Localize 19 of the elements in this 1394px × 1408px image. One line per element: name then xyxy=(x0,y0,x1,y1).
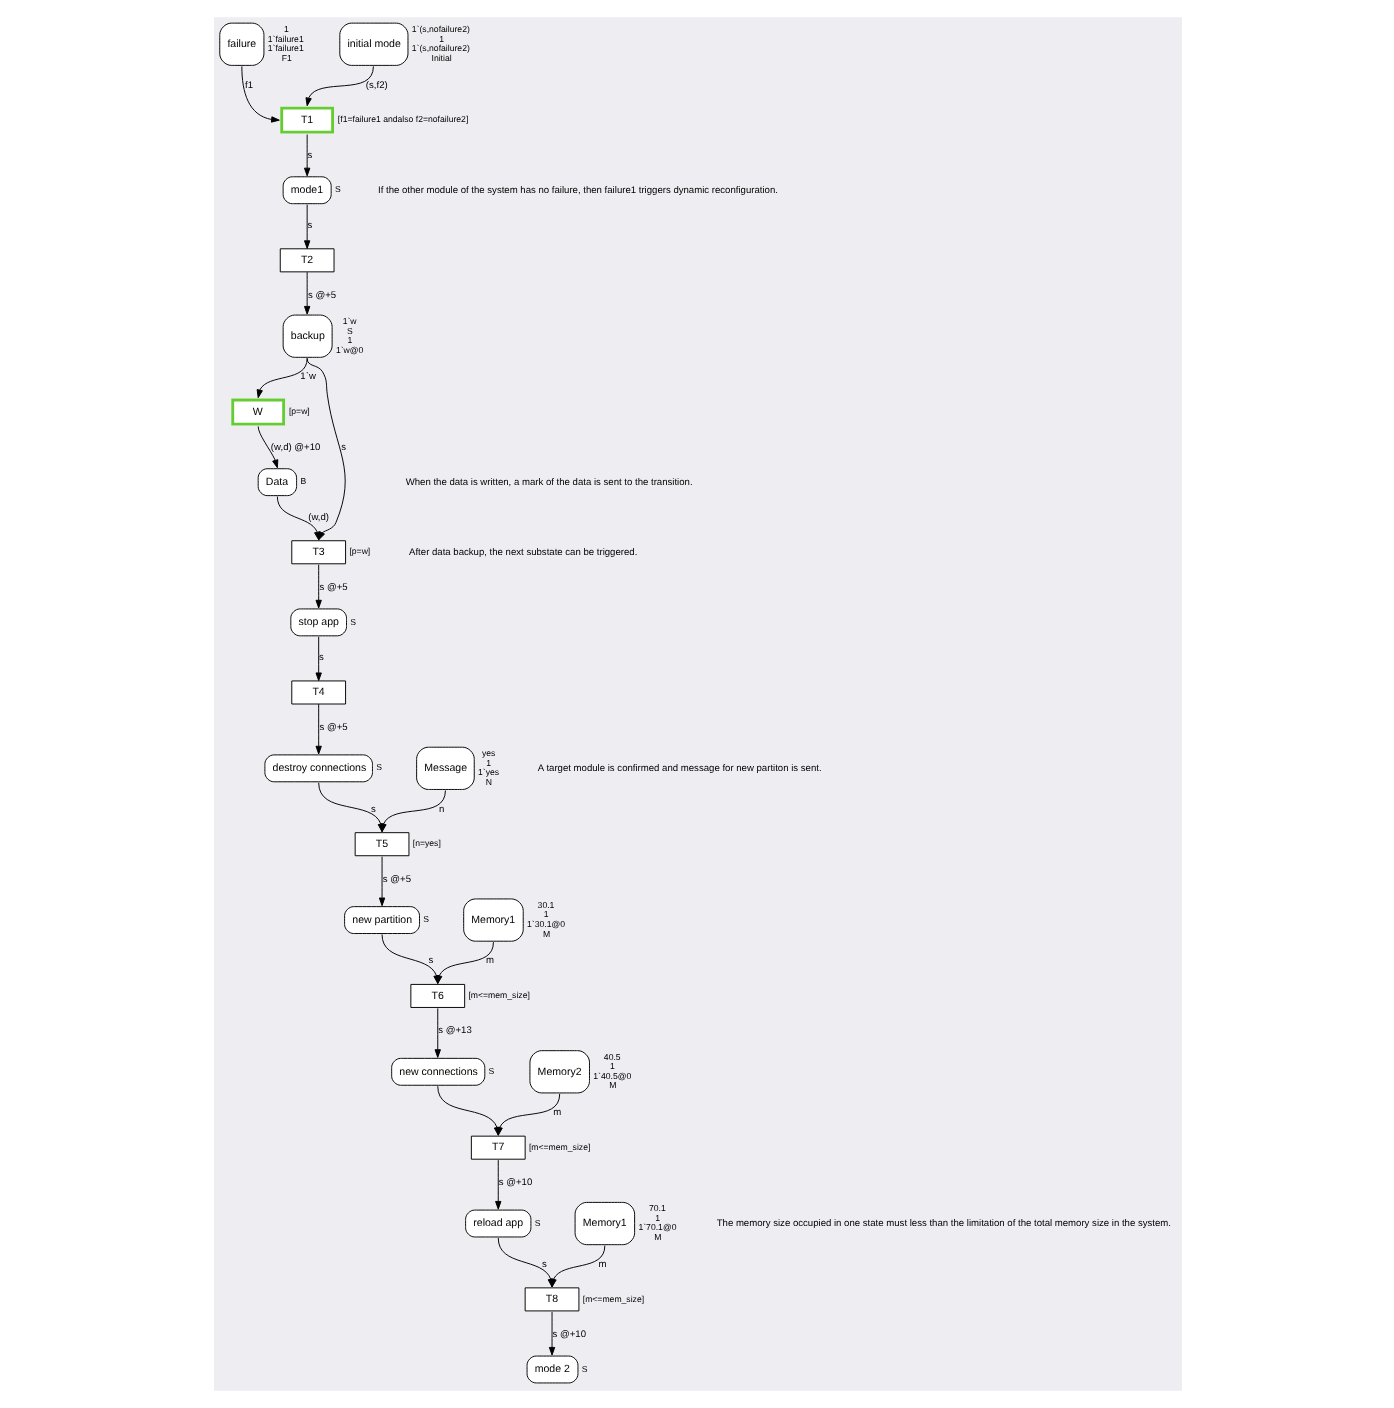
arrow xyxy=(547,1311,555,1356)
arrow xyxy=(275,496,320,541)
arrow xyxy=(317,782,383,833)
arrow xyxy=(255,357,307,399)
arrow xyxy=(314,636,321,682)
arrow xyxy=(549,1245,605,1288)
arrow xyxy=(302,204,310,249)
arrow xyxy=(377,856,385,907)
arrow xyxy=(433,1007,440,1058)
arrow xyxy=(304,65,373,107)
arrow xyxy=(495,1093,560,1136)
arrow xyxy=(302,271,310,315)
arrow xyxy=(494,1159,501,1210)
arrow xyxy=(302,134,310,177)
arrow xyxy=(240,65,279,123)
arrow xyxy=(314,564,321,609)
arrow xyxy=(314,703,321,755)
arrow xyxy=(435,941,493,984)
arrow xyxy=(256,426,278,469)
